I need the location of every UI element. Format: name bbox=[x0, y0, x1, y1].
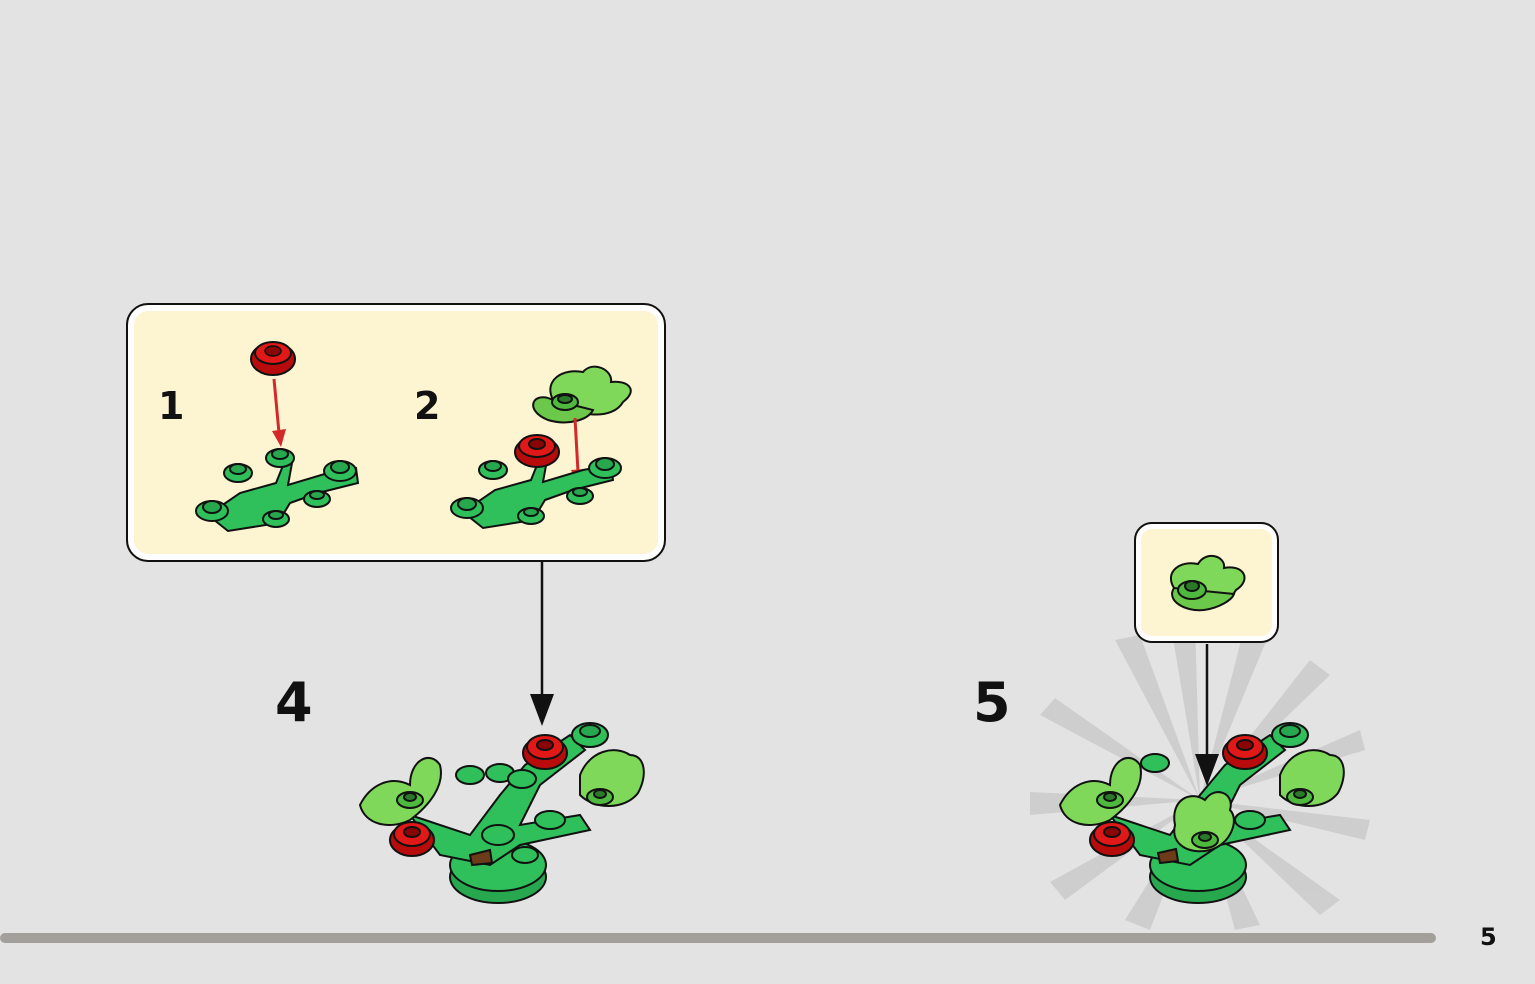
stem-plate-with-leaf-icon bbox=[450, 365, 632, 530]
step-number-4: 4 bbox=[275, 671, 313, 734]
substep-callout: 1 2 bbox=[126, 303, 666, 562]
part-callout bbox=[1134, 522, 1279, 643]
page-progress-bar bbox=[0, 933, 1436, 943]
page-number: 5 bbox=[1480, 923, 1497, 951]
part-connector-arrow bbox=[1195, 644, 1219, 786]
bush-assembly-with-leaf-icon bbox=[1058, 722, 1345, 904]
callout-connector-arrow bbox=[530, 562, 554, 726]
step-number-5: 5 bbox=[973, 671, 1011, 734]
substep-number-1: 1 bbox=[158, 384, 185, 428]
stem-plate-with-red-stud-icon bbox=[195, 341, 360, 533]
substep-number-2: 2 bbox=[414, 384, 441, 428]
leaf-piece-icon bbox=[1170, 554, 1246, 612]
bush-assembly-icon bbox=[358, 722, 645, 904]
